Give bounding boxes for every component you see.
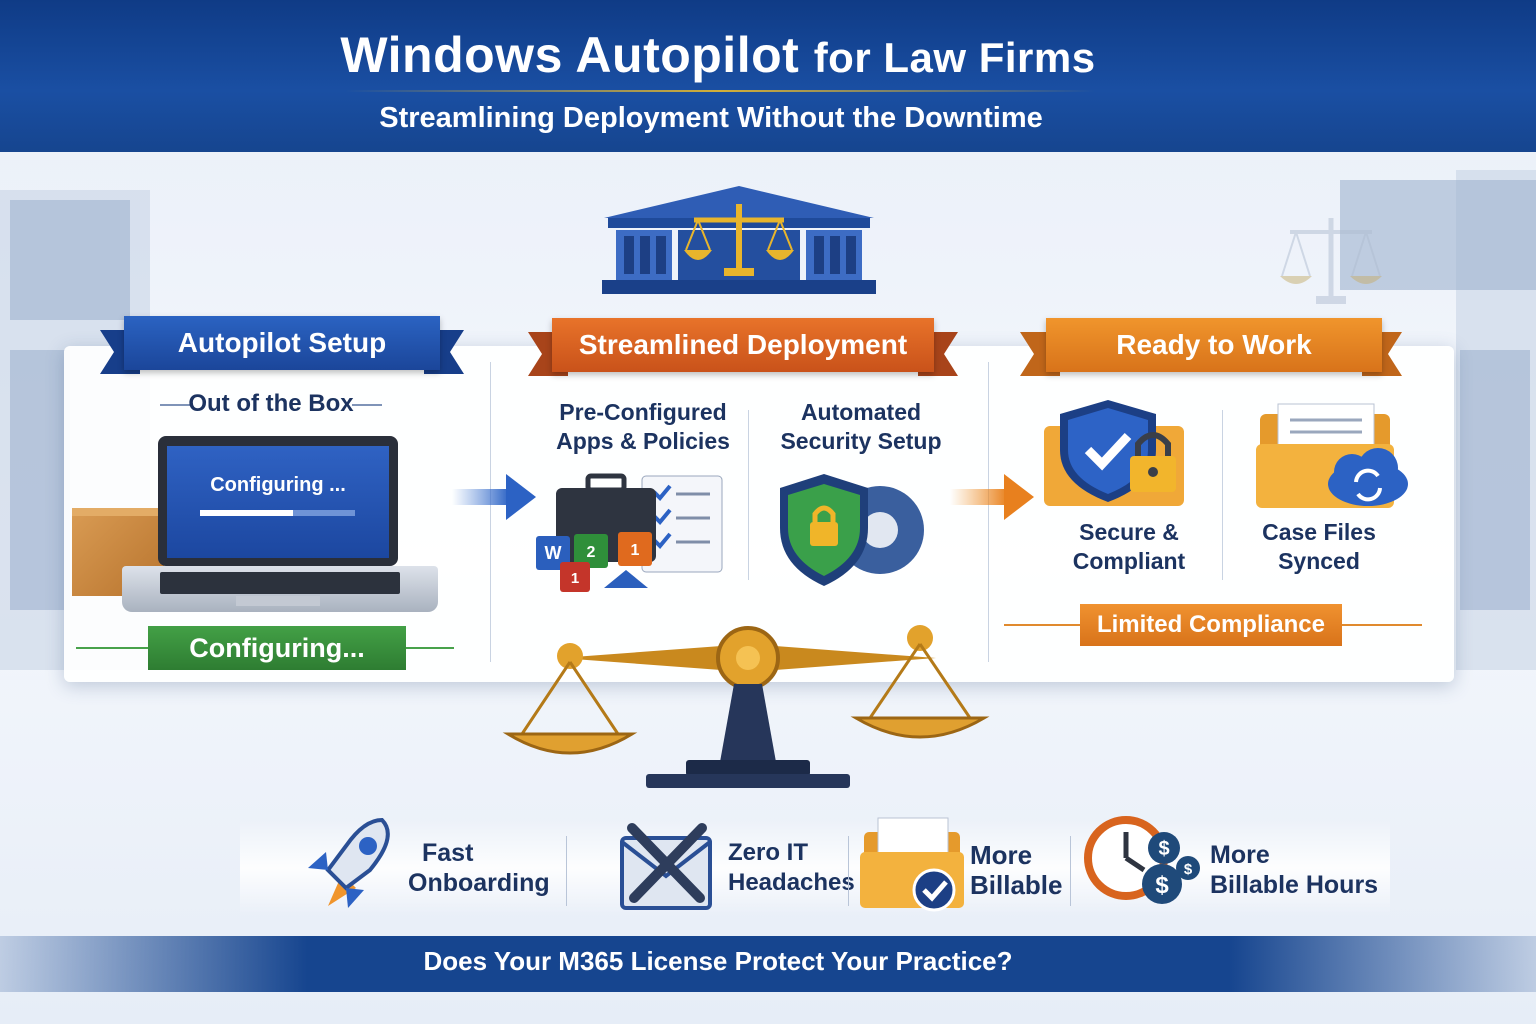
tools-icon (620, 823, 712, 910)
out-of-box-label: Out of the Box (188, 390, 354, 417)
column-divider (490, 362, 491, 662)
preconfigured-apps-label: Pre-Configured Apps & Policies (540, 398, 746, 456)
benefit-more-billable-hours: More Billable Hours (1210, 840, 1378, 900)
label-line: Secure & (1079, 519, 1179, 545)
setup-progress-bar (200, 510, 355, 516)
laptop-screen-status: Configuring ... (210, 474, 346, 496)
decor-line (352, 404, 382, 406)
background-books-left-lower (10, 350, 70, 610)
background-scales-icon (1280, 218, 1382, 304)
courthouse-icon (602, 186, 876, 294)
benefit-line: Fast (422, 839, 474, 867)
laptop-touchpad (236, 596, 320, 606)
arrow-right-icon (950, 474, 1034, 520)
background-books-left (10, 200, 130, 320)
benefit-line: More (970, 840, 1033, 870)
automated-security-label: Automated Security Setup (758, 398, 964, 456)
benefit-divider (566, 836, 567, 906)
decor-line (76, 647, 148, 649)
folder-check-icon (860, 817, 964, 912)
label-line: Automated (800, 399, 922, 425)
benefit-line: Billable (970, 870, 1063, 900)
stage-banner-streamlined-deployment: Streamlined Deployment (552, 318, 934, 372)
case-files-synced-label: Case Files Synced (1230, 518, 1408, 576)
label-line: Security Setup (780, 428, 942, 454)
background-books-right (1340, 180, 1536, 290)
benefit-fast-onboarding: Fast Onboarding (408, 838, 550, 898)
label-line: Case Files (1262, 519, 1376, 545)
configuring-status-banner: Configuring... (148, 626, 406, 670)
stage-banner-ready-to-work: Ready to Work (1046, 318, 1382, 372)
svg-text:2: 2 (587, 544, 596, 561)
secure-compliant-label: Secure & Compliant (1040, 518, 1218, 576)
setup-progress-fill (200, 510, 293, 516)
item-divider (1222, 410, 1223, 580)
stage-banner-autopilot-setup: Autopilot Setup (124, 316, 440, 370)
benefit-line: Billable Hours (1210, 871, 1379, 899)
title-suffix: for Law Firms (813, 34, 1096, 81)
footer-band (0, 936, 1536, 992)
secure-folder-lock-icon (1044, 400, 1184, 506)
clock-money-icon: $ $ $ (1084, 816, 1200, 904)
decor-line (1004, 624, 1080, 626)
laptop-keyboard (160, 572, 400, 594)
title-main: Windows Autopilot (340, 27, 800, 83)
label-line: Pre-Configured (559, 399, 727, 425)
label-line: Synced (1278, 548, 1360, 574)
benefit-line: Headaches (728, 869, 855, 896)
svg-text:$: $ (1184, 861, 1193, 878)
decor-line (406, 647, 454, 649)
column-divider (988, 362, 989, 662)
case-files-cloud-icon (1256, 403, 1408, 508)
balance-scale-icon (502, 625, 990, 788)
arrow-right-icon (452, 474, 536, 520)
header (0, 0, 1536, 152)
rocket-icon (308, 817, 390, 908)
svg-text:1: 1 (571, 570, 579, 587)
footer-question: Does Your M365 License Protect Your Prac… (423, 946, 1013, 976)
title-divider (345, 90, 1095, 92)
label-line: Compliant (1072, 548, 1186, 574)
benefit-line: Onboarding (408, 869, 550, 897)
page-title: Windows Autopilot for Law Firms (0, 26, 1436, 84)
security-shield-gear-icon (780, 474, 924, 586)
svg-text:W: W (545, 543, 562, 563)
background-books-right-lower (1460, 350, 1530, 610)
decor-line (1342, 624, 1422, 626)
svg-text:1: 1 (631, 542, 640, 559)
laptop-display (167, 446, 389, 558)
benefit-more-billable: More Billable (970, 840, 1062, 900)
benefit-divider (848, 836, 849, 906)
label-line: Apps & Policies (556, 428, 730, 454)
apps-briefcase-icon: W 2 1 1 (536, 473, 723, 592)
svg-text:$: $ (1158, 838, 1169, 860)
benefit-zero-it-headaches: Zero IT Headaches (728, 838, 855, 898)
limited-compliance-banner: Limited Compliance (1080, 604, 1342, 646)
decor-line (160, 404, 190, 406)
benefit-divider (1070, 836, 1071, 906)
page-subtitle: Streamlining Deployment Without the Down… (379, 102, 1043, 134)
item-divider (748, 410, 749, 580)
svg-text:$: $ (1155, 872, 1169, 899)
benefit-line: Zero IT (728, 839, 809, 866)
benefit-line: More (1210, 841, 1270, 869)
